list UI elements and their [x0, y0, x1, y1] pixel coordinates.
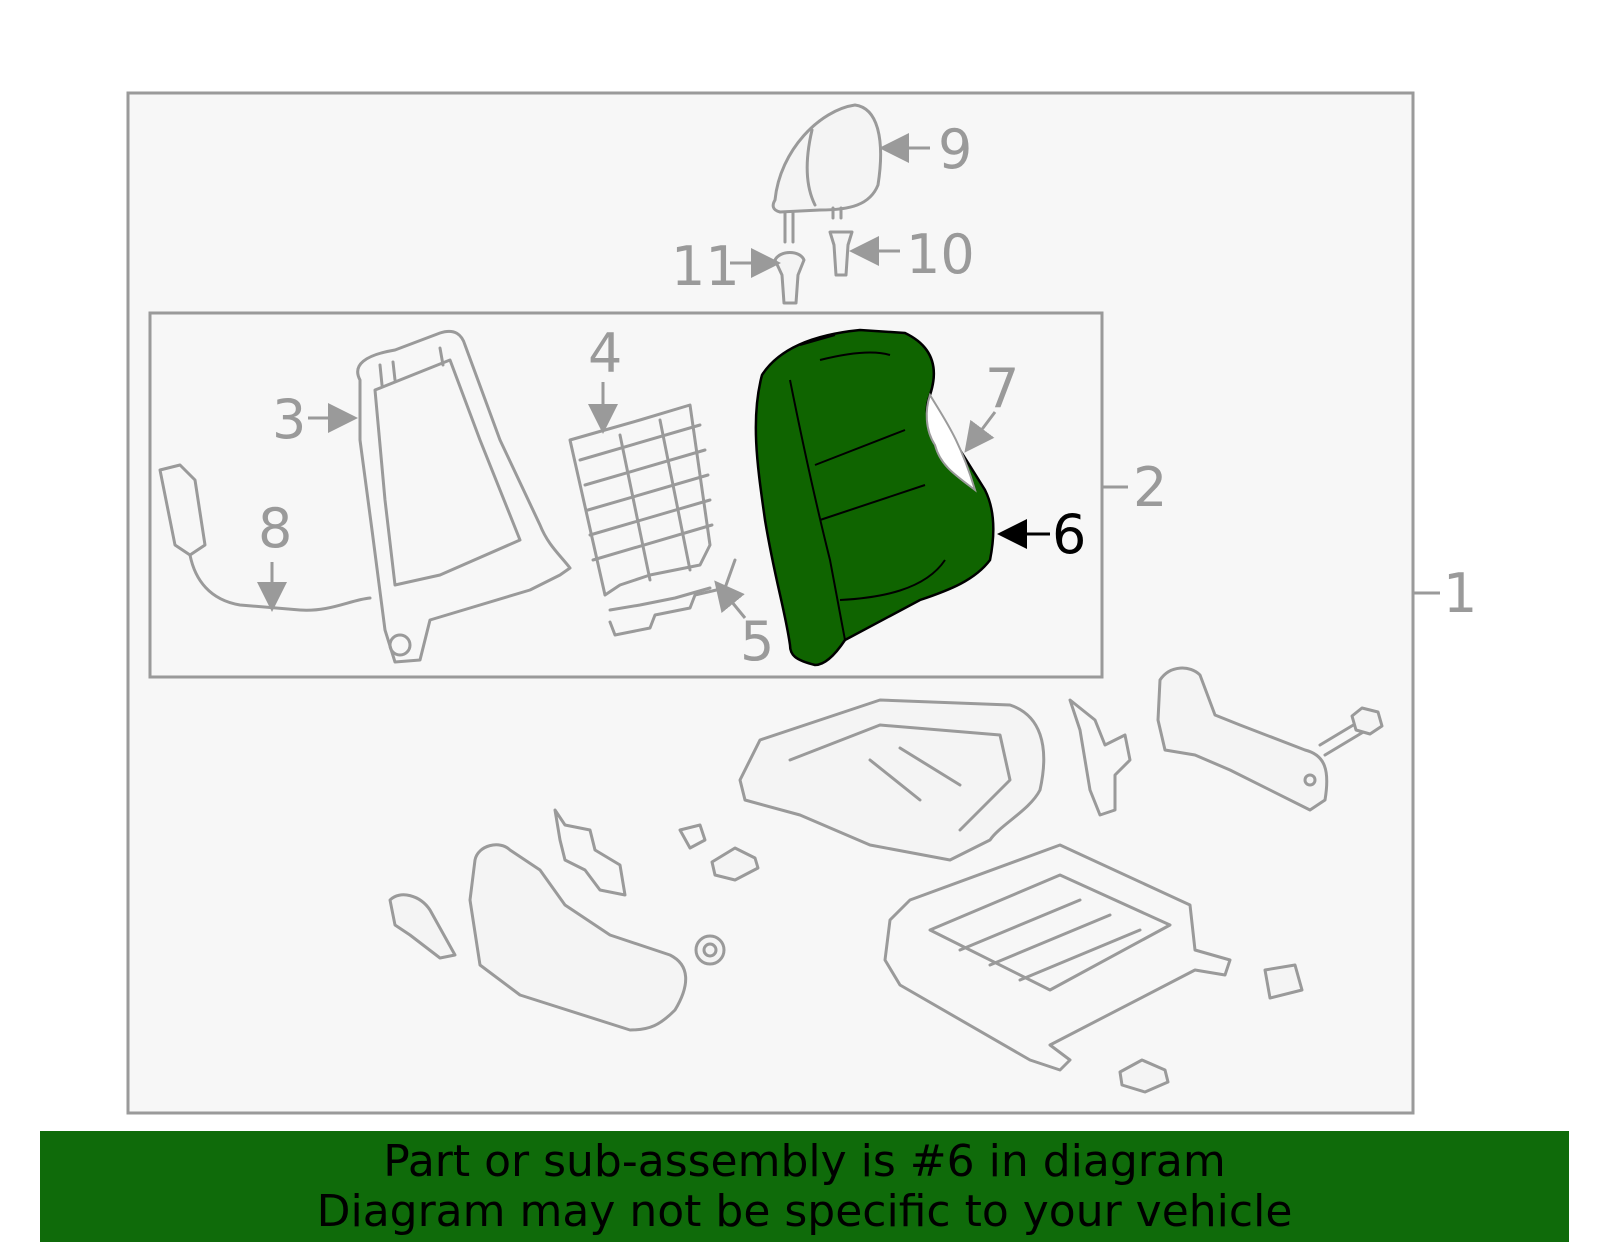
info-banner: Part or sub-assembly is #6 in diagram Di…	[40, 1131, 1569, 1242]
seatback-cover-part[interactable]	[925, 392, 977, 493]
headrest-part[interactable]	[771, 103, 883, 244]
seat-track-frame-part	[883, 843, 1232, 1072]
bracket-part	[1068, 698, 1132, 817]
clip-part	[678, 823, 760, 882]
callout-7: 7	[985, 357, 1019, 420]
callout-10: 10	[906, 223, 975, 286]
banner-line-1: Part or sub-assembly is #6 in diagram	[383, 1136, 1226, 1187]
callout-11: 11	[671, 235, 740, 298]
callout-3: 3	[272, 388, 306, 451]
small-clip-part	[1118, 1058, 1170, 1094]
seatback-pad-part-highlighted[interactable]	[754, 328, 995, 667]
leader-7	[964, 411, 997, 453]
leader-5	[714, 580, 747, 619]
small-knob-part	[388, 893, 457, 960]
callout-9: 9	[938, 118, 972, 181]
headrest-guide-part[interactable]	[828, 230, 854, 277]
banner-line-2: Diagram may not be specific to your vehi…	[316, 1186, 1293, 1237]
recliner-cover-part	[1156, 666, 1329, 812]
seatback-frame-part[interactable]	[356, 329, 572, 664]
callout-2: 2	[1133, 456, 1167, 519]
callout-4: 4	[588, 322, 622, 385]
callout-8: 8	[258, 497, 292, 560]
callout-6: 6	[1052, 503, 1086, 566]
side-shield-part	[468, 843, 688, 1032]
callout-5: 5	[740, 610, 774, 673]
callout-1: 1	[1443, 562, 1477, 625]
cap-part	[1263, 963, 1304, 1000]
bolt-part	[1318, 706, 1384, 757]
grommet-part	[694, 934, 726, 966]
mount-bracket-part	[553, 808, 627, 897]
seat-cushion-part	[738, 698, 1046, 862]
seatback-spring-part[interactable]	[568, 403, 714, 597]
